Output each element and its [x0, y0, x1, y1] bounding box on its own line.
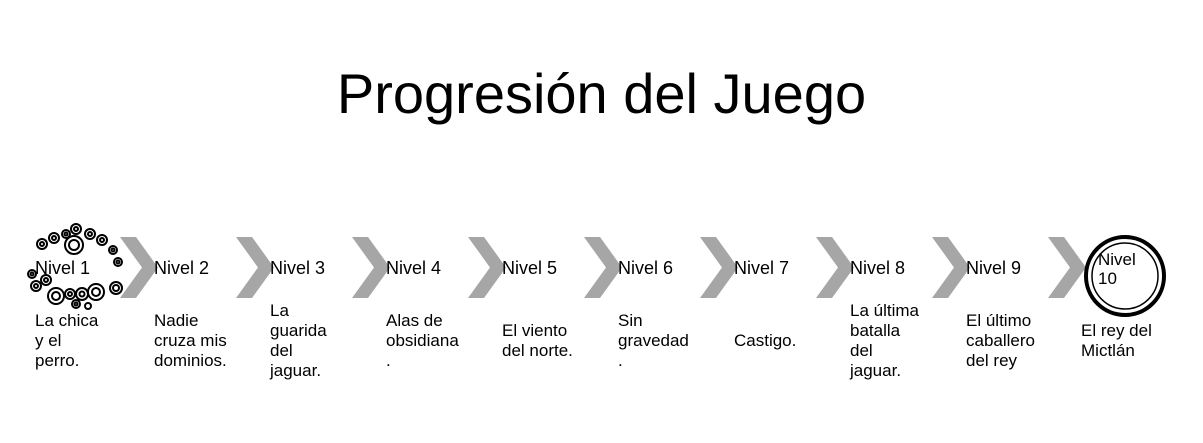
level-9-label: Nivel 9: [966, 258, 1022, 278]
chevron-right-icon: [700, 237, 738, 298]
page-title: Progresión del Juego: [336, 62, 867, 125]
double-ring-icon: [1084, 235, 1166, 317]
level-5-label: Nivel 5: [502, 258, 558, 278]
chevron-right-icon: [120, 237, 158, 298]
chevron-right-icon: [352, 237, 390, 298]
level-3-label: Nivel 3: [270, 258, 326, 278]
chevron-right-icon: [1048, 237, 1086, 298]
level-5-description: El viento del norte.: [502, 321, 573, 360]
level-7-description: Castigo.: [734, 331, 797, 350]
level-1-label: Nivel 1: [35, 258, 91, 278]
level-10-description: El rey del Mictlán: [1081, 321, 1152, 360]
level-3-description: La guarida del jaguar.: [270, 301, 327, 380]
level-4-label: Nivel 4: [386, 258, 442, 278]
level-2-description: Nadie cruza mis dominios.: [154, 311, 227, 370]
level-8-label: Nivel 8: [850, 258, 906, 278]
chevron-right-icon: [816, 237, 854, 298]
level-6-label: Nivel 6: [618, 258, 674, 278]
bubble-cluster-icon: [27, 223, 123, 310]
chevron-right-icon: [236, 237, 274, 298]
level-10-label: Nivel 10: [1098, 250, 1136, 288]
chevron-right-icon: [468, 237, 506, 298]
level-6-description: Sin gravedad .: [618, 311, 689, 370]
chevron-right-icon: [584, 237, 622, 298]
level-9-description: El último caballero del rey: [966, 311, 1035, 370]
level-1-description: La chica y el perro.: [35, 311, 99, 370]
level-7-label: Nivel 7: [734, 258, 790, 278]
chevron-right-icon: [932, 237, 970, 298]
level-2-label: Nivel 2: [154, 258, 210, 278]
level-4-description: Alas de obsidiana .: [386, 311, 459, 370]
level-8-description: La última batalla del jaguar.: [850, 301, 919, 380]
